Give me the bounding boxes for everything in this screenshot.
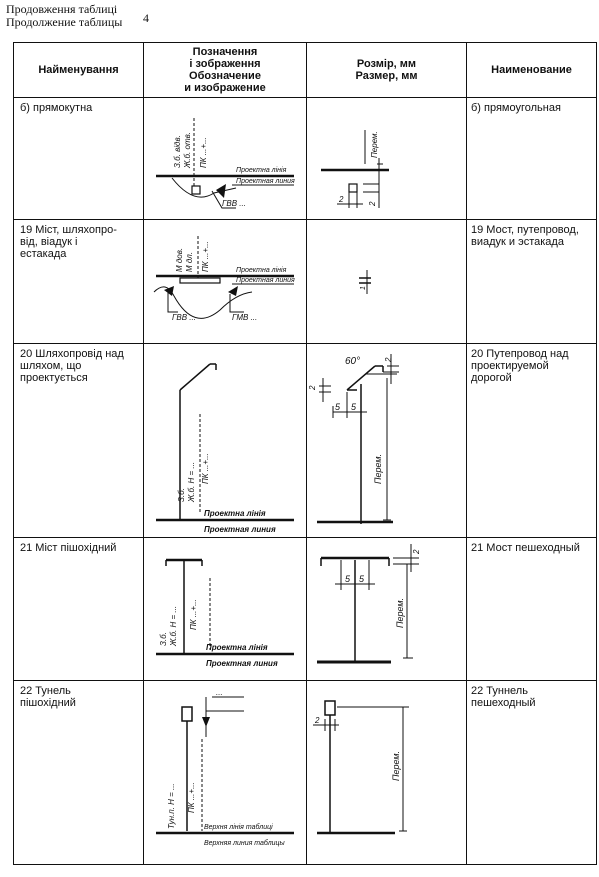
overpass-symbol: З.б. Ж.б. Н = ... ПК ...+... Проектна лі… — [156, 363, 294, 534]
proj-uk-label: Проектна лінія — [204, 509, 266, 518]
proj-ru-label: Проектная линия — [204, 525, 276, 534]
vert-label: З.б. — [159, 632, 168, 646]
proj-ru-label: Проектная линия — [236, 277, 295, 284]
row-name-ru-text: 19 Мост, путепровод,виадук и эстакада — [471, 224, 579, 248]
perem-label: Перем. — [370, 131, 379, 158]
vert-label: З.б. — [177, 488, 186, 502]
vert-label: ПК ...+... — [199, 137, 208, 168]
symbol-figure: Проектна лінія Проектная линия ГВВ ... Г… — [143, 219, 307, 344]
size-figure: Перем. 2 2 — [306, 97, 467, 220]
row-name-ru-text: 21 Мост пешеходный — [471, 542, 580, 554]
vert-label: ПК ...+... — [189, 599, 198, 630]
size-figure: 1 — [306, 219, 467, 344]
dim-label: 5 — [335, 402, 341, 412]
size-figure: Перем. 2 — [306, 680, 467, 865]
dim-label: 5 — [351, 402, 357, 412]
bridge-symbol: Проектна лінія Проектная линия ГВВ ... Г… — [153, 236, 295, 322]
gmv-label: ГМВ ... — [232, 313, 257, 322]
symbol-figure: Проектна лінія Проектная линия ГВВ ... З… — [143, 97, 307, 220]
proj-uk-label: Проектна лінія — [236, 266, 287, 274]
symbol-figure: З.б. Ж.б. Н = ... ПК ...+... Проектна лі… — [143, 343, 307, 538]
row-name-ru: 19 Мост, путепровод,виадук и эстакада — [466, 219, 597, 344]
bridge-size: 1 — [359, 270, 371, 294]
dim-label: 2 — [308, 385, 317, 391]
tunnel-size: Перем. 2 — [313, 700, 409, 835]
vert-label: М дл. — [185, 252, 194, 272]
size-figure: 60° 2 2 5 5 Перем. — [306, 343, 467, 538]
footbridge-size: 2 5 5 Перем. — [317, 544, 421, 664]
dim-label: 5 — [359, 574, 365, 584]
vert-label: Ж.б. отв. — [183, 132, 192, 169]
header-name-ru: Наименование — [466, 42, 597, 98]
top-ru-label: Верхняя линия таблицы — [204, 839, 286, 847]
symbol-figure: З.б. Ж.б. Н = ... ПК ...+... Проектна лі… — [143, 537, 307, 681]
dots-label: ... — [216, 688, 223, 697]
rect-pipe-symbol: Проектна лінія Проектная линия ГВВ ... З… — [156, 118, 295, 209]
gvv-label: ГВВ ... — [172, 313, 196, 322]
footbridge-symbol: З.б. Ж.б. Н = ... ПК ...+... Проектна лі… — [156, 558, 294, 668]
dim-label: 2 — [368, 201, 377, 207]
overpass-size: 60° 2 2 5 5 Перем. — [308, 354, 399, 524]
symbol-figure: ... Тун.п. Н = ... ПК ...+... Верхня лін… — [143, 680, 307, 865]
vert-label: З.б. відв. — [173, 135, 182, 168]
dim-label: 5 — [345, 574, 351, 584]
vert-label: ПК ...+... — [201, 241, 210, 272]
vert-label: Тун.п. Н = ... — [167, 783, 176, 829]
gvv-label: ГВВ ... — [222, 199, 246, 208]
row-name-uk: 21 Міст пішохідний — [13, 537, 144, 681]
vert-label: ПК ...+... — [187, 782, 196, 813]
vert-label: Ж.б. Н = ... — [187, 462, 196, 503]
perem-label: Перем. — [391, 751, 401, 781]
dim-label: 2 — [412, 549, 421, 555]
row-name-uk: б) прямокутна — [13, 97, 144, 220]
proj-ru-label: Проектная линия — [236, 178, 295, 185]
row-name-uk-text: 21 Міст пішохідний — [20, 542, 117, 554]
row-name-uk-text: б) прямокутна — [20, 102, 93, 114]
dim-label: 2 — [314, 716, 320, 725]
dim-label: 2 — [384, 357, 393, 363]
vert-label: М дов. — [175, 248, 184, 272]
tunnel-symbol: ... Тун.п. Н = ... ПК ...+... Верхня лін… — [156, 688, 294, 847]
proj-ru-label: Проектная линия — [206, 659, 278, 668]
continuation-ru: Продолжение таблицы — [6, 15, 123, 29]
header-name-uk: Найменування — [13, 42, 144, 98]
continuation-uk: Продовження таблиці — [6, 2, 118, 16]
top-uk-label: Верхня лінія таблиці — [204, 823, 273, 831]
table-row: б) прямокутна Проектна лінія Проектная л… — [13, 97, 597, 220]
dim-label: 1 — [360, 286, 367, 290]
size-figure: 2 5 5 Перем. — [306, 537, 467, 681]
table-number: 4 — [143, 11, 149, 25]
row-name-ru: б) прямоугольная — [466, 97, 597, 220]
proj-uk-label: Проектна лінія — [206, 643, 268, 652]
row-name-ru: 21 Мост пешеходный — [466, 537, 597, 681]
row-name-ru-text: б) прямоугольная — [471, 102, 561, 114]
continuation-caption: Продовження таблиці Продолжение таблицы … — [6, 2, 149, 29]
vert-label: ПК ...+... — [201, 453, 210, 484]
angle-label: 60° — [345, 356, 360, 367]
rect-pipe-size: Перем. 2 2 — [321, 130, 389, 208]
proj-uk-label: Проектна лінія — [236, 166, 287, 174]
perem-label: Перем. — [373, 454, 383, 484]
table-row: 21 Міст пішохідний З.б. Ж.б. Н = ... ПК … — [13, 537, 597, 681]
vert-label: Ж.б. Н = ... — [169, 606, 178, 647]
perem-label: Перем. — [395, 598, 405, 628]
dim-label: 2 — [338, 195, 344, 204]
